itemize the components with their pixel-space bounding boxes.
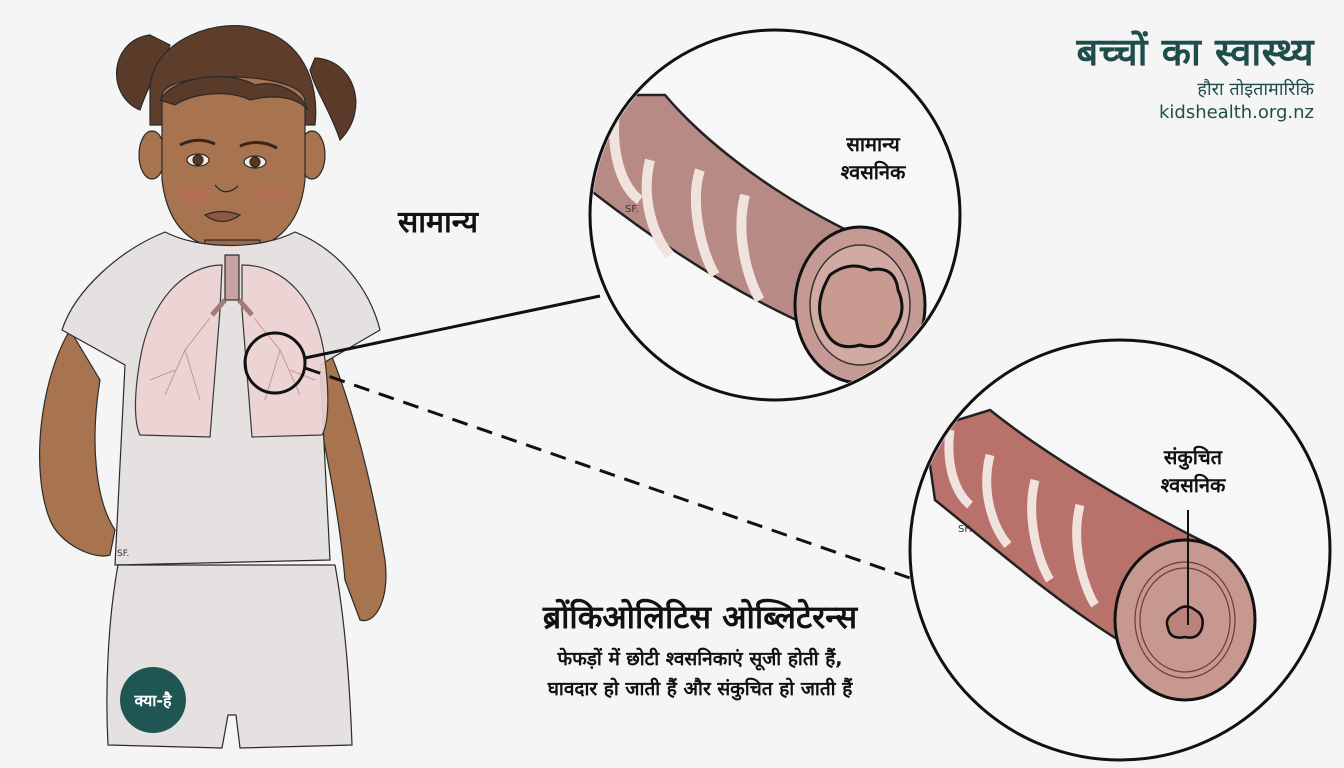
brand-block: बच्चों का स्वास्थ्य हौरा तोइतामारिकि kid… [1077, 30, 1314, 124]
svg-text:SF.: SF. [958, 524, 972, 535]
condition-description: फेफड़ों में छोटी श्वसनिकाएं सूजी होती है… [470, 644, 930, 704]
narrow-airway-label-line2: श्वसनिक [1160, 473, 1226, 497]
svg-text:SF.: SF. [117, 549, 129, 559]
brand-subtitle: हौरा तोइतामारिकि [1197, 79, 1314, 100]
normal-airway-label-line1: सामान्य [846, 132, 900, 156]
narrow-airway-label-line1: संकुचित [1163, 445, 1223, 469]
condition-description-line2: घावदार हो जाती हैं और संकुचित हो जाती है… [547, 678, 853, 700]
svg-text:SF.: SF. [625, 204, 639, 215]
normal-connector-line [304, 294, 601, 360]
brand-title: बच्चों का स्वास्थ्य [1076, 30, 1314, 74]
narrow-airway-label: संकुचित श्वसनिक [1128, 443, 1258, 499]
normal-airway-label-line2: श्वसनिक [840, 160, 906, 184]
brand-url: kidshealth.org.nz [1158, 102, 1314, 123]
narrow-connector-line [304, 366, 911, 580]
condition-block: ब्रोंकिओलिटिस ओब्लिटेरन्स फेफड़ों में छो… [470, 596, 930, 704]
condition-name: ब्रोंकिओलिटिस ओब्लिटेरन्स [542, 598, 858, 636]
child-illustration: SF. [39, 25, 387, 749]
zoom-marker [243, 331, 307, 395]
condition-description-line1: फेफड़ों में छोटी श्वसनिकाएं सूजी होती है… [557, 648, 843, 670]
normal-airway-label: सामान्य श्वसनिक [808, 130, 938, 186]
what-is-badge: क्या-है [120, 667, 186, 733]
normal-airway-inset: SF. [588, 28, 962, 402]
narrowed-airway-inset: SF. [908, 338, 1332, 762]
normal-heading: सामान्य [398, 205, 479, 240]
